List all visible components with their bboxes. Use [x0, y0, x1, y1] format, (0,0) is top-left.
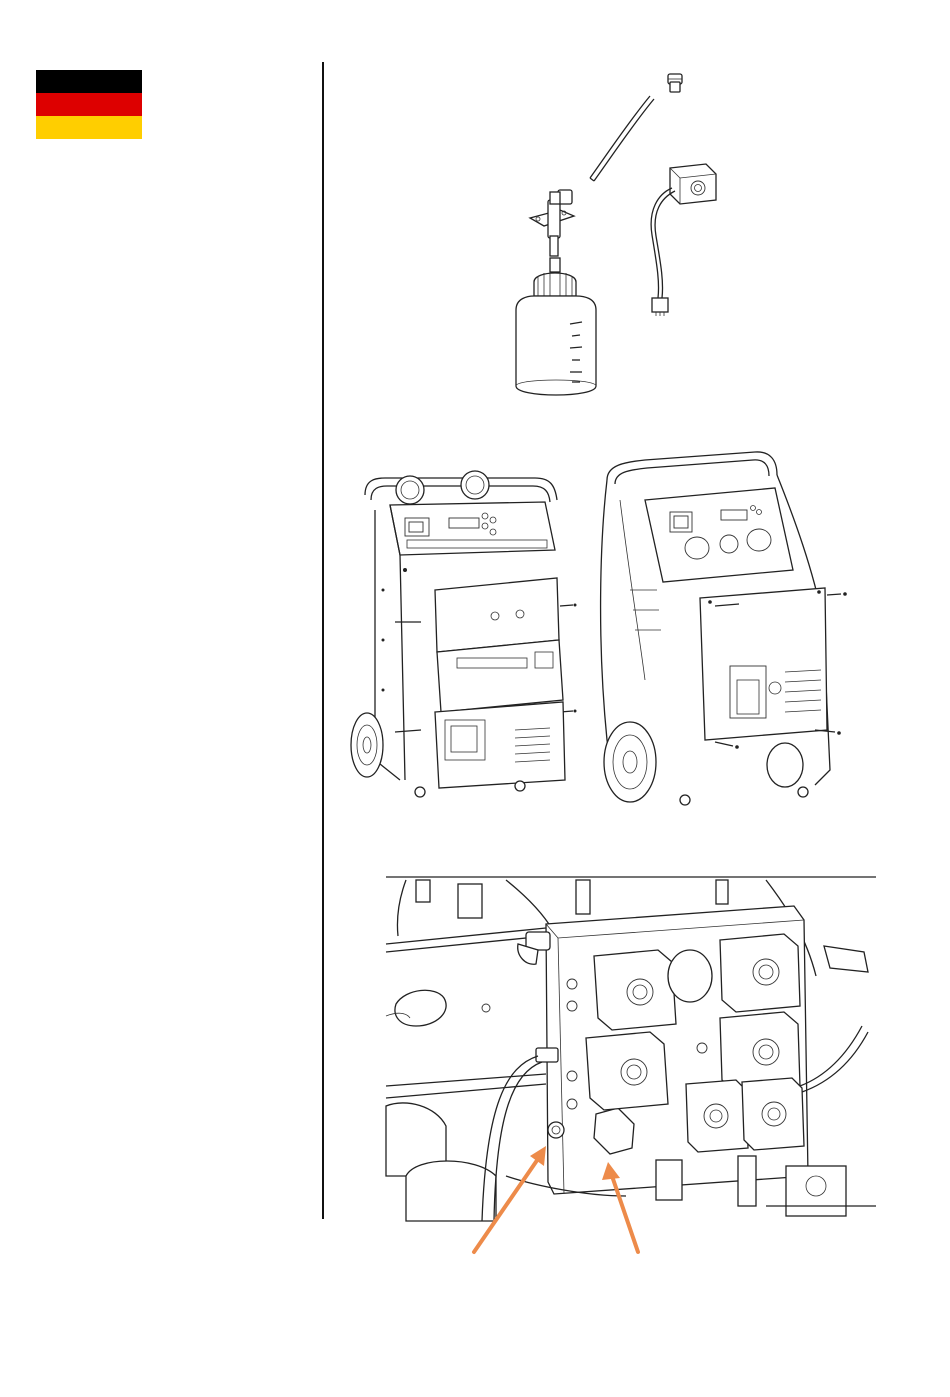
oil-bottle-kit-drawing	[500, 60, 740, 410]
arrow-icon	[474, 1146, 546, 1252]
small-unit-icon	[351, 471, 577, 797]
bottle-icon	[516, 258, 596, 395]
fitting-icon	[668, 74, 682, 92]
column-divider	[322, 62, 324, 1219]
flag-stripe-red	[36, 93, 142, 116]
valve-icon	[530, 190, 574, 256]
large-unit-icon	[601, 452, 847, 805]
service-units-drawing	[345, 440, 865, 820]
arrow-icon	[602, 1162, 638, 1252]
solenoid-coil-icon	[651, 164, 716, 316]
flag-stripe-gold	[36, 116, 142, 139]
callout-arrows	[460, 1140, 660, 1270]
hose-icon	[590, 96, 654, 181]
flag-stripe-black	[36, 70, 142, 93]
german-flag	[36, 70, 142, 139]
